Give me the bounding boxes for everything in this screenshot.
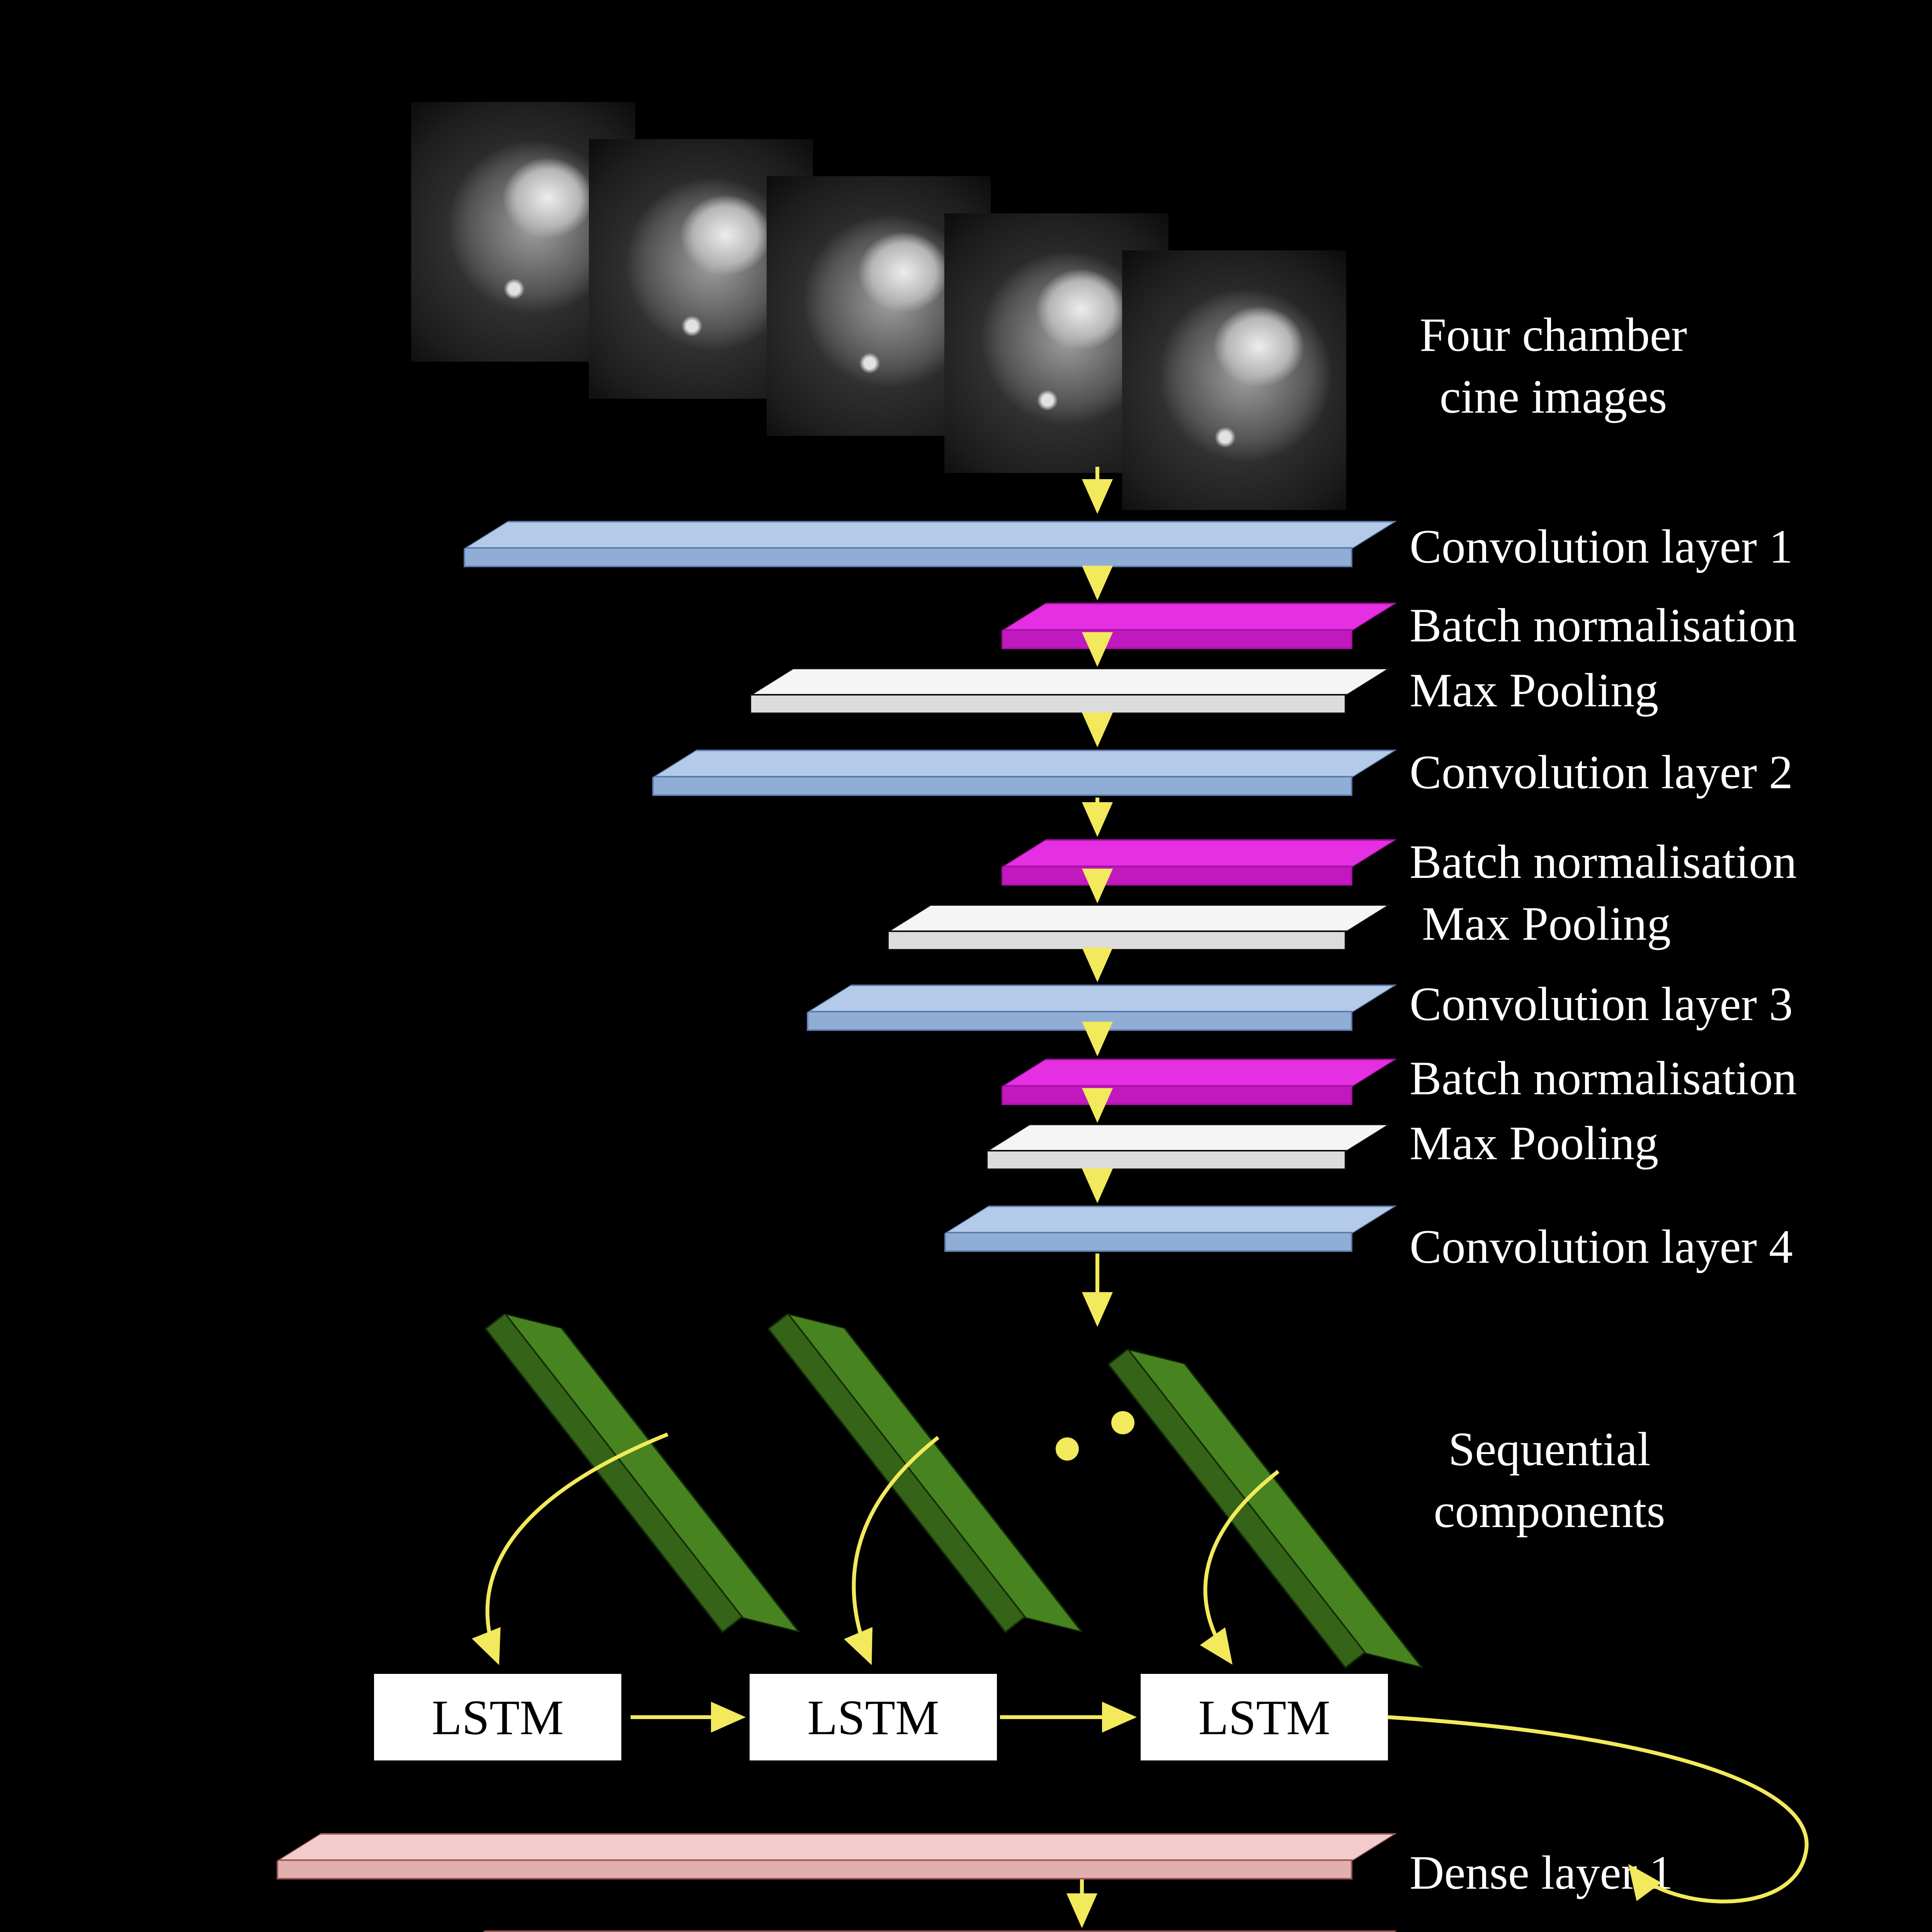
- lstm-box-2: LSTM: [750, 1674, 997, 1760]
- sequential-slab-3: [1107, 1326, 1423, 1669]
- batch-norm-3-slab: [1002, 1059, 1397, 1105]
- max-pool-2-label: Max Pooling: [1422, 896, 1671, 951]
- lstm-box-1: LSTM: [374, 1674, 621, 1760]
- max-pool-3-slab: [986, 1124, 1391, 1170]
- lstm-box-3: LSTM: [1141, 1674, 1388, 1760]
- conv-layer-3-label: Convolution layer 3: [1410, 977, 1793, 1031]
- dense-layer-1-slab: [277, 1833, 1397, 1879]
- ellipsis-dot-2: [1111, 1411, 1134, 1434]
- max-pool-1-label: Max Pooling: [1410, 663, 1659, 717]
- max-pool-1-slab: [750, 668, 1391, 714]
- conv-layer-2-slab: [652, 750, 1397, 796]
- dense-layer-1-label: Dense layer 1: [1410, 1845, 1673, 1900]
- batch-norm-2-label: Batch normalisation: [1410, 835, 1797, 889]
- batch-norm-1-label: Batch normalisation: [1410, 598, 1797, 652]
- conv-layer-1-slab: [464, 521, 1397, 567]
- conv-layer-2-label: Convolution layer 2: [1410, 745, 1793, 799]
- conv-layer-3-slab: [807, 985, 1397, 1031]
- sequential-slab-1: [484, 1291, 801, 1633]
- max-pool-2-slab: [887, 904, 1391, 951]
- sequential-slab-2: [767, 1291, 1083, 1633]
- ellipsis-dot-1: [1056, 1437, 1079, 1461]
- input-caption: Four chamber cine images: [1419, 308, 1687, 423]
- conv-layer-1-label: Convolution layer 1: [1410, 519, 1793, 573]
- conv-layer-4-label: Convolution layer 4: [1410, 1219, 1793, 1274]
- sequential-caption: Sequential components: [1434, 1422, 1665, 1538]
- conv-layer-4-slab: [944, 1206, 1397, 1252]
- batch-norm-1-slab: [1002, 603, 1397, 649]
- mri-frame-5: [1122, 250, 1346, 510]
- max-pool-3-label: Max Pooling: [1410, 1116, 1659, 1170]
- batch-norm-2-slab: [1002, 839, 1397, 886]
- batch-norm-3-label: Batch normalisation: [1410, 1051, 1797, 1105]
- dense-layer-2-slab: [440, 1930, 1397, 1932]
